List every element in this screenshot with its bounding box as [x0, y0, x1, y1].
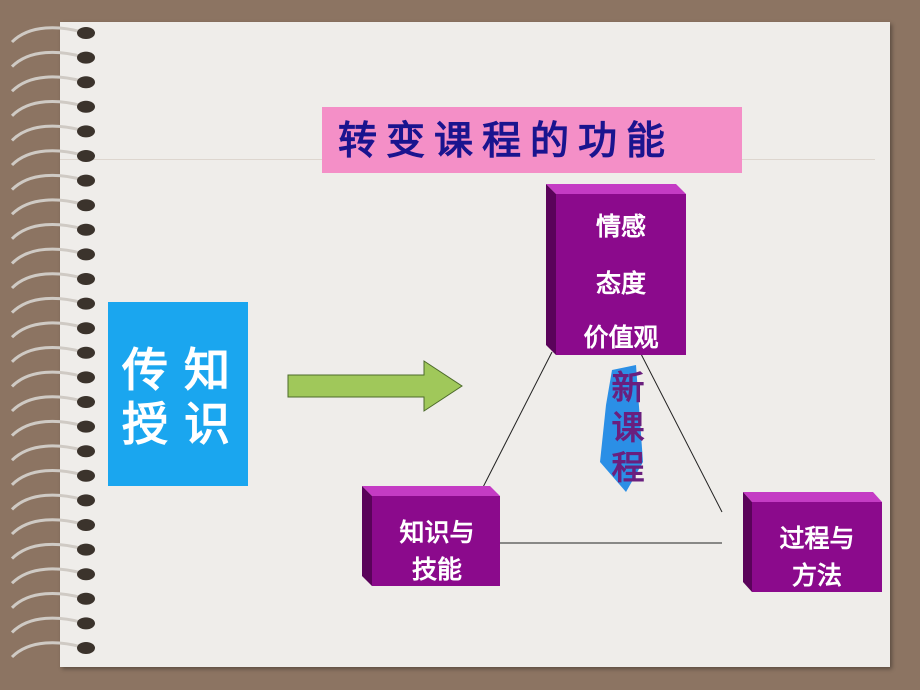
left-char-4: 识 — [184, 397, 230, 451]
spiral-ring — [10, 247, 83, 265]
knowledge-skills-box — [362, 486, 500, 586]
right-box-line-1: 过程与 — [779, 524, 855, 553]
spiral-hole — [77, 346, 95, 359]
spiral-ring — [10, 223, 83, 240]
spiral-ring — [10, 493, 83, 511]
spiral-ring — [10, 124, 83, 142]
spiral-hole — [77, 396, 95, 408]
left-char-1: 传 — [122, 343, 168, 397]
left-char-3: 授 — [122, 397, 168, 451]
spiral-ring — [10, 100, 83, 117]
new-curriculum-label: 新 课 程 — [608, 368, 648, 488]
left-char-2: 知 — [184, 343, 230, 397]
spiral-ring — [10, 50, 83, 68]
spiral-hole — [77, 617, 95, 630]
spiral-hole — [77, 592, 95, 605]
slide-title: 转变课程的功能 — [338, 119, 675, 164]
right-box-line-2: 方法 — [791, 561, 842, 590]
triangle-left-edge — [477, 351, 553, 498]
spiral-hole — [77, 150, 95, 162]
spiral-ring — [10, 173, 83, 191]
spiral-hole — [77, 51, 95, 64]
spiral-ring — [10, 370, 83, 388]
spiral-hole — [77, 76, 95, 89]
spiral-ring — [10, 198, 83, 216]
spiral-ring — [10, 75, 83, 93]
spiral-hole — [77, 248, 95, 261]
left-box-line-2: 技能 — [411, 555, 462, 584]
spiral-hole — [77, 174, 95, 187]
spiral-ring — [10, 641, 83, 659]
spiral-ring — [10, 518, 83, 536]
spiral-hole — [77, 568, 95, 581]
traditional-teaching-block — [108, 302, 248, 486]
emotion-attitude-values-box — [546, 184, 686, 355]
spiral-hole — [77, 519, 95, 531]
spiral-ring — [10, 346, 83, 363]
spiral-ring — [10, 296, 83, 314]
spiral-hole — [77, 469, 95, 482]
top-box-line-2: 态度 — [595, 269, 646, 298]
title-band — [322, 107, 742, 173]
spiral-hole — [77, 420, 95, 433]
spiral-ring — [10, 542, 83, 560]
center-char-2: 课 — [611, 408, 645, 447]
spiral-ring — [10, 26, 83, 44]
spiral-hole — [77, 273, 95, 285]
spiral-hole — [77, 642, 95, 654]
spiral-ring — [10, 592, 83, 609]
center-char-3: 程 — [611, 448, 645, 487]
spiral-hole — [77, 494, 95, 507]
spiral-ring — [10, 419, 83, 437]
spiral-binding — [10, 26, 95, 659]
spiral-ring — [10, 444, 83, 462]
top-box-line-1: 情感 — [595, 212, 646, 241]
process-methods-box — [743, 492, 882, 592]
spiral-hole — [77, 125, 95, 138]
spiral-hole — [77, 297, 95, 310]
spiral-hole — [77, 322, 95, 335]
spiral-ring — [10, 395, 83, 413]
spiral-ring — [10, 149, 83, 167]
center-char-1: 新 — [611, 368, 645, 407]
spiral-hole — [77, 27, 95, 39]
spiral-hole — [77, 543, 95, 556]
spiral-hole — [77, 223, 95, 236]
top-box-line-3: 价值观 — [583, 323, 659, 352]
spiral-hole — [77, 199, 95, 212]
spiral-hole — [77, 445, 95, 458]
transform-arrow — [287, 360, 463, 412]
new-curriculum-shape — [600, 365, 643, 492]
spiral-ring — [10, 321, 83, 339]
spiral-hole — [77, 371, 95, 384]
spiral-ring — [10, 272, 83, 290]
spiral-ring — [10, 616, 83, 634]
triangle-right-edge — [639, 351, 723, 513]
spiral-ring — [10, 567, 83, 585]
spiral-ring — [10, 469, 83, 486]
left-box-line-1: 知识与 — [399, 518, 475, 547]
spiral-hole — [77, 100, 95, 113]
